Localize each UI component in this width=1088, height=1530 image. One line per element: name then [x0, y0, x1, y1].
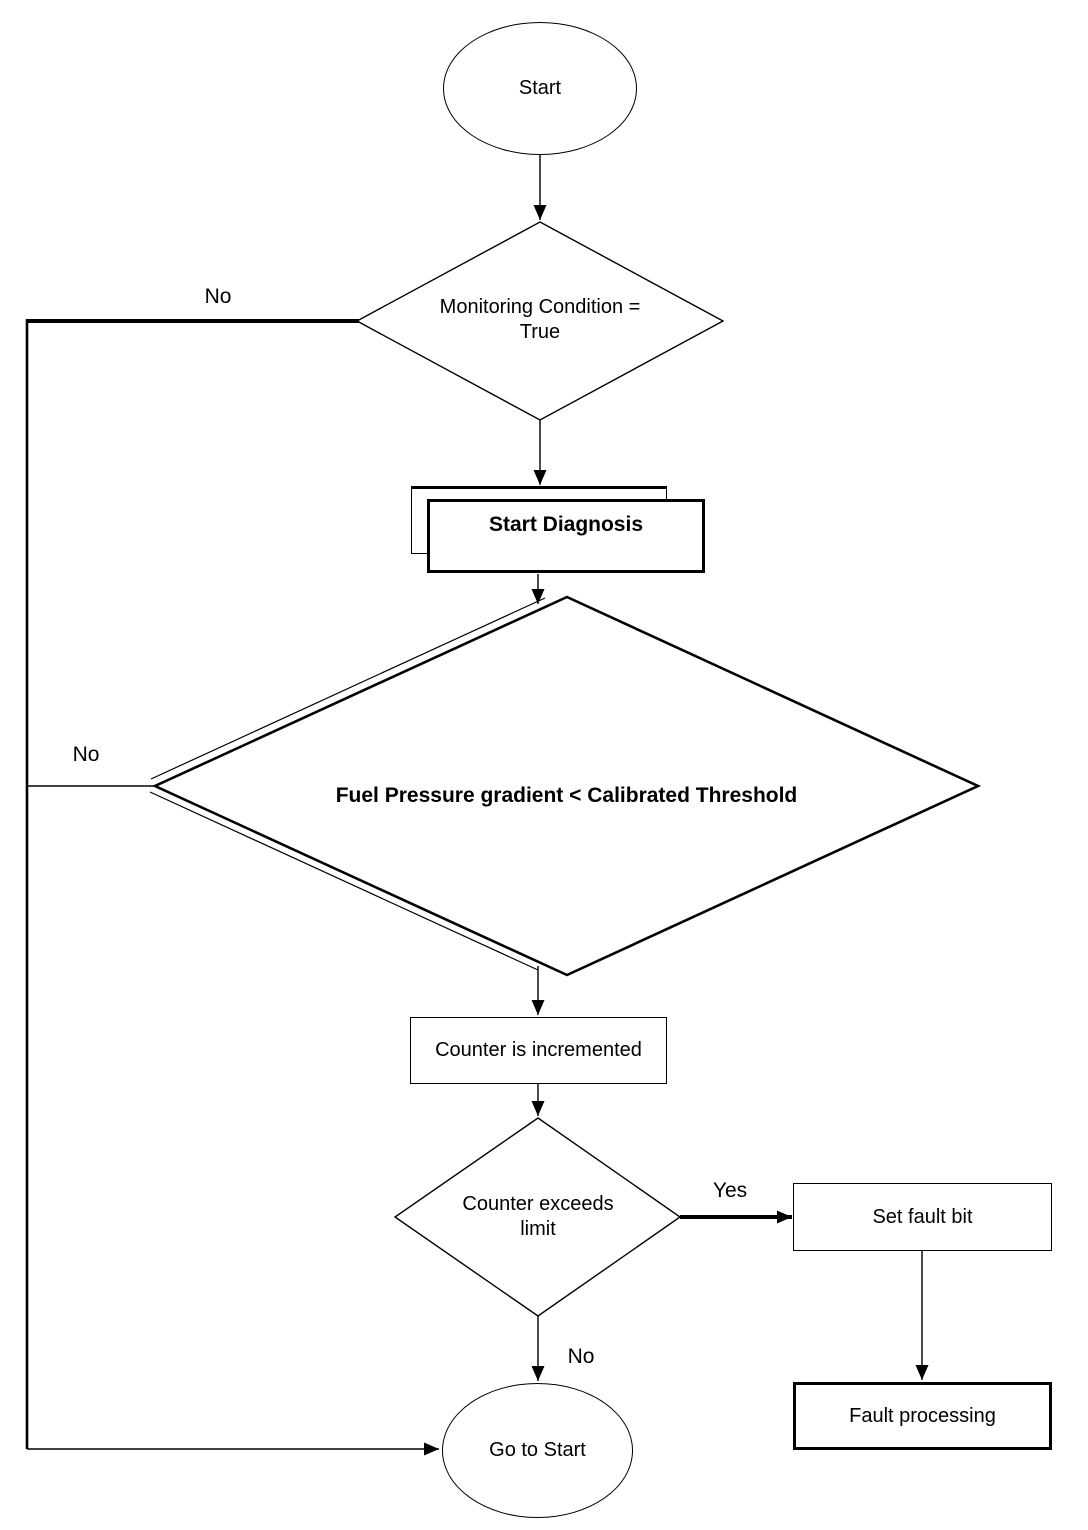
node-fuel-pressure-label: Fuel Pressure gradient < Calibrated Thre…: [335, 784, 798, 807]
edge-label-counter-no: No: [567, 1345, 595, 1368]
node-start-diagnosis: Start Diagnosis: [427, 499, 705, 573]
edge-label-fuel-pressure-no: No: [72, 743, 100, 766]
node-set-fault-bit: Set fault bit: [793, 1183, 1052, 1251]
node-start-diagnosis-label: Start Diagnosis: [488, 513, 644, 536]
node-counter-exceeds-label: Counter exceeds limit: [462, 1193, 614, 1240]
node-counter-incremented: Counter is incremented: [410, 1017, 667, 1084]
node-fault-processing: Fault processing: [793, 1382, 1052, 1450]
edge-label-monitoring-no: No: [204, 285, 232, 308]
fuel-pressure-diamond-accent-upper: [150, 597, 546, 780]
fuel-pressure-diamond: [151, 595, 982, 977]
fuel-pressure-diamond-accent-lower: [149, 791, 539, 971]
node-start: Start: [443, 22, 637, 155]
node-monitoring-condition-label: Monitoring Condition = True: [439, 296, 641, 343]
edge-label-counter-yes: Yes: [712, 1179, 748, 1202]
node-fault-processing-label: Fault processing: [849, 1404, 996, 1427]
node-go-to-start: Go to Start: [442, 1383, 633, 1518]
node-counter-incremented-label: Counter is incremented: [435, 1039, 642, 1061]
node-start-label: Start: [518, 77, 562, 99]
node-go-to-start-label: Go to Start: [489, 1439, 586, 1461]
node-set-fault-bit-label: Set fault bit: [872, 1205, 973, 1228]
